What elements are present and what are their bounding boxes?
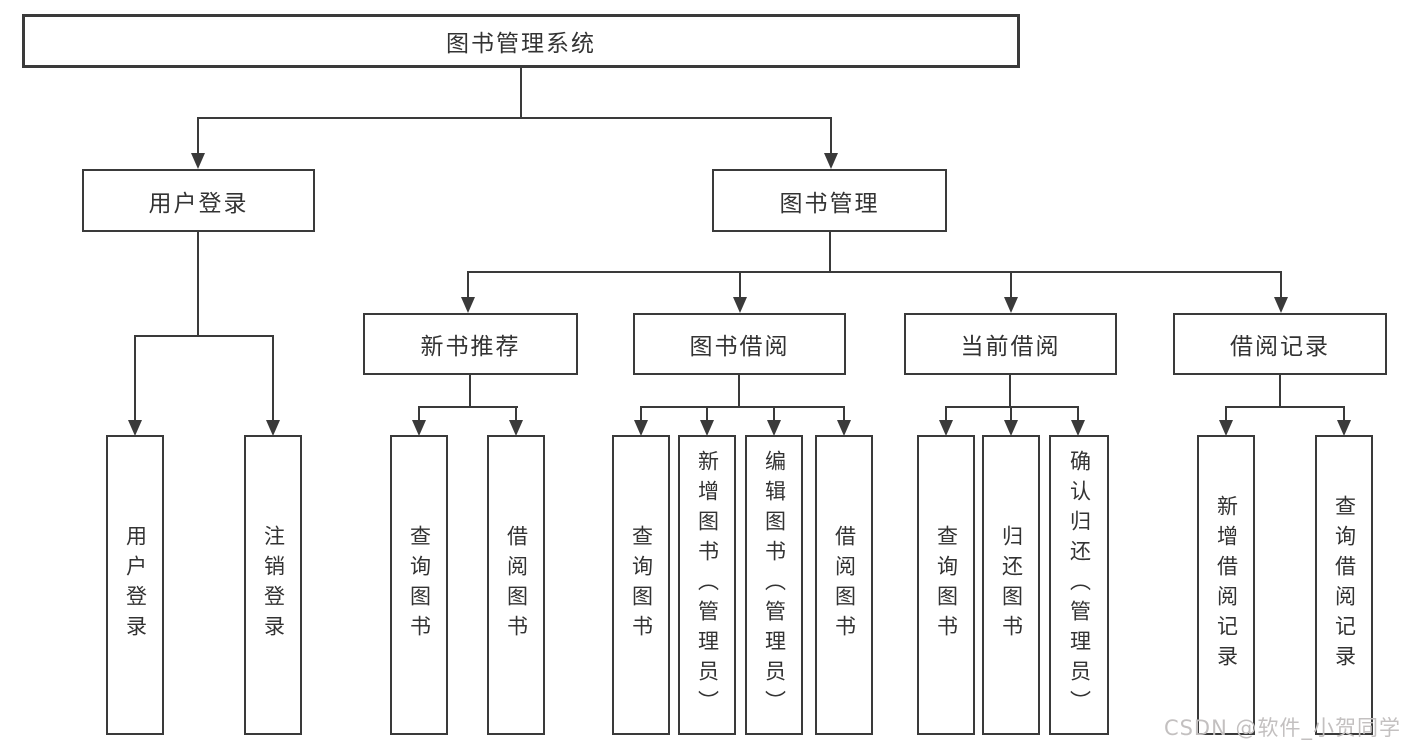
leaf-logout: 注销登录 (244, 435, 302, 735)
connector-user-login-split (134, 335, 274, 337)
connector-drop-leaf (272, 335, 274, 421)
arrow-down-icon (939, 420, 953, 436)
leaf-query-borrow-record: 查询借阅记录 (1315, 435, 1373, 735)
node-current-borrowing: 当前借阅 (904, 313, 1117, 375)
arrow-down-icon (509, 420, 523, 436)
connector-drop-leaf (640, 406, 642, 421)
arrow-down-icon (700, 420, 714, 436)
leaf-return-books: 归还图书 (982, 435, 1040, 735)
connector-drop-level3 (467, 271, 469, 299)
leaf-query-books: 查询图书 (612, 435, 670, 735)
leaf-label: 借阅图书 (832, 525, 857, 645)
connector-drop-leaf (1010, 406, 1012, 421)
leaf-label: 查询图书 (934, 525, 959, 645)
node-book-management: 图书管理 (712, 169, 947, 232)
connector-level2-split (197, 117, 832, 119)
connector-level3-split (468, 271, 1282, 273)
arrow-down-icon (1337, 420, 1351, 436)
leaf-label: 查询图书 (407, 525, 432, 645)
connector-book-mgmt-trunk (829, 230, 831, 273)
arrow-down-icon (824, 153, 838, 169)
connector-group-split (946, 406, 1079, 408)
leaf-label: 新增借阅记录 (1214, 495, 1239, 675)
connector-user-login-trunk (197, 230, 199, 337)
leaf-query-books: 查询图书 (390, 435, 448, 735)
arrow-down-icon (412, 420, 426, 436)
arrow-down-icon (837, 420, 851, 436)
node-book-borrowing: 图书借阅 (633, 313, 846, 375)
leaf-query-books: 查询图书 (917, 435, 975, 735)
arrow-down-icon (461, 297, 475, 313)
leaf-label: 新增图书（管理员） (695, 450, 720, 720)
node-library-system: 图书管理系统 (22, 14, 1020, 68)
connector-drop-leaf (1225, 406, 1227, 421)
leaf-label: 用户登录 (123, 525, 148, 645)
connector-drop-book-mgmt (830, 117, 832, 155)
connector-drop-leaf (1343, 406, 1345, 421)
connector-drop-leaf (773, 406, 775, 421)
leaf-label: 借阅图书 (504, 525, 529, 645)
connector-drop-level3 (1010, 271, 1012, 299)
arrow-down-icon (1004, 420, 1018, 436)
arrow-down-icon (767, 420, 781, 436)
arrow-down-icon (266, 420, 280, 436)
leaf-label: 注销登录 (261, 525, 286, 645)
leaf-label: 查询借阅记录 (1332, 495, 1357, 675)
connector-root-trunk (520, 66, 522, 119)
connector-group-split (1226, 406, 1345, 408)
connector-drop-leaf (134, 335, 136, 421)
leaf-user-login: 用户登录 (106, 435, 164, 735)
leaf-borrow-books: 借阅图书 (815, 435, 873, 735)
connector-drop-leaf (515, 406, 517, 421)
leaf-edit-books-admin: 编辑图书（管理员） (745, 435, 803, 735)
node-new-book-recommend: 新书推荐 (363, 313, 578, 375)
leaf-add-borrow-record: 新增借阅记录 (1197, 435, 1255, 735)
arrow-down-icon (1071, 420, 1085, 436)
arrow-down-icon (1274, 297, 1288, 313)
connector-group-trunk (1279, 373, 1281, 408)
connector-group-split (419, 406, 518, 408)
connector-drop-level3 (739, 271, 741, 299)
leaf-label: 确认归还（管理员） (1067, 450, 1092, 720)
arrow-down-icon (128, 420, 142, 436)
leaf-label: 查询图书 (629, 525, 654, 645)
watermark: CSDN @软件_小贺同学 (1163, 716, 1401, 740)
connector-group-trunk (469, 373, 471, 408)
arrow-down-icon (1219, 420, 1233, 436)
node-borrow-records: 借阅记录 (1173, 313, 1387, 375)
leaf-add-books-admin: 新增图书（管理员） (678, 435, 736, 735)
connector-drop-leaf (843, 406, 845, 421)
connector-group-trunk (738, 373, 740, 408)
connector-group-split (641, 406, 845, 408)
arrow-down-icon (191, 153, 205, 169)
node-user-login: 用户登录 (82, 169, 315, 232)
arrow-down-icon (1004, 297, 1018, 313)
leaf-label: 编辑图书（管理员） (762, 450, 787, 720)
connector-drop-user-login (197, 117, 199, 155)
leaf-confirm-return-admin: 确认归还（管理员） (1049, 435, 1109, 735)
arrow-down-icon (733, 297, 747, 313)
leaf-borrow-books: 借阅图书 (487, 435, 545, 735)
connector-drop-leaf (1077, 406, 1079, 421)
arrow-down-icon (634, 420, 648, 436)
leaf-label: 归还图书 (999, 525, 1024, 645)
connector-drop-level3 (1280, 271, 1282, 299)
connector-drop-leaf (945, 406, 947, 421)
connector-drop-leaf (418, 406, 420, 421)
connector-drop-leaf (706, 406, 708, 421)
connector-group-trunk (1009, 373, 1011, 408)
